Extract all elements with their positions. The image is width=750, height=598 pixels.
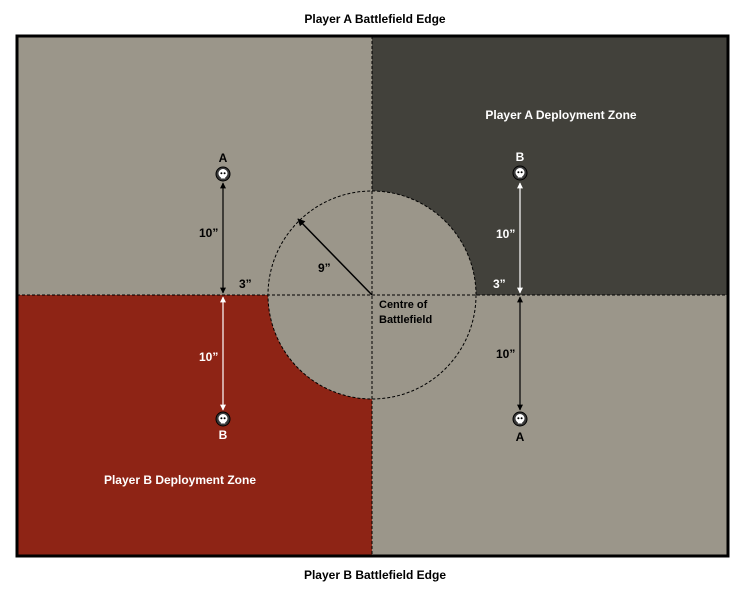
centre-label-line2: Battlefield <box>379 314 432 326</box>
bottom-battlefield-edge-label: Player B Battlefield Edge <box>303 568 447 582</box>
skull-icon <box>215 166 231 182</box>
offset-label-right: 3” <box>493 277 506 291</box>
player-b-zone-label: Player B Deployment Zone <box>104 473 256 487</box>
skull-icon <box>512 411 528 427</box>
offset-label-left: 3” <box>239 277 252 291</box>
objective-label-right-bottom: A <box>516 430 525 444</box>
radius-arrow <box>297 218 373 296</box>
distance-label-left-up: 10” <box>199 226 218 240</box>
distance-label-right-up: 10” <box>496 227 515 241</box>
objective-label-right-top: B <box>516 150 525 164</box>
distance-label-right-down: 10” <box>496 347 515 361</box>
skull-icon <box>512 165 528 181</box>
objective-label-left-bottom: B <box>219 428 228 442</box>
distance-label-left-down: 10” <box>199 350 218 364</box>
centre-label-line1: Centre of <box>379 299 428 311</box>
top-battlefield-edge-label: Player A Battlefield Edge <box>304 12 446 26</box>
player-a-zone-label: Player A Deployment Zone <box>485 108 636 122</box>
battlefield-border <box>15 34 730 558</box>
radius-label: 9” <box>318 261 331 275</box>
objective-label-left-top: A <box>219 151 228 165</box>
skull-icon <box>215 411 231 427</box>
